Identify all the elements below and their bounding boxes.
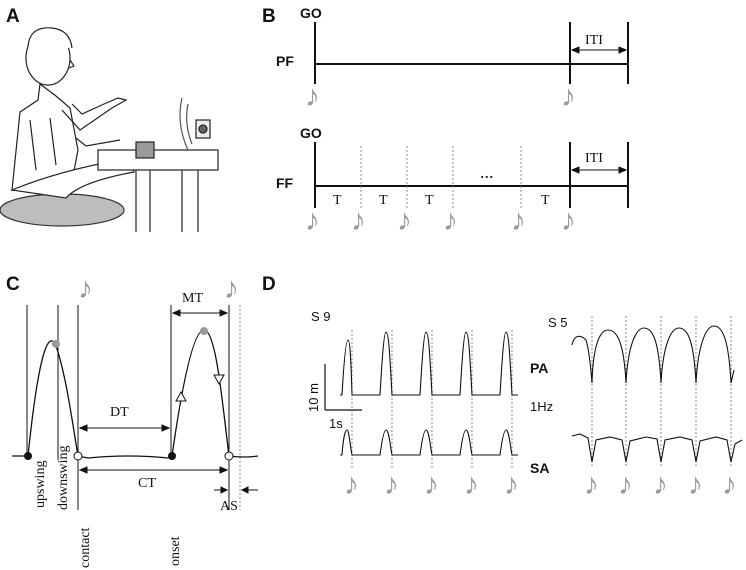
freq-label: 1Hz <box>530 399 553 414</box>
ff-label: FF <box>276 175 294 191</box>
apex-marker <box>200 327 208 335</box>
as-label: AS <box>220 499 238 514</box>
up-arrow-icon <box>175 390 187 402</box>
pf-timeline <box>314 22 629 84</box>
panel-a-label: A <box>6 6 20 27</box>
contact-marker <box>224 451 234 461</box>
upswing-label: upswing <box>33 461 48 508</box>
s5-pa-trace <box>571 325 735 384</box>
s9-label: S 9 <box>311 309 331 324</box>
movement-trace <box>12 329 259 459</box>
s9-sa-trace <box>340 429 518 456</box>
music-note-icon: ♪ <box>305 80 320 113</box>
panel-c-label: C <box>6 274 20 295</box>
music-note-icon: ♪ <box>561 80 576 113</box>
ct-label: CT <box>138 476 156 491</box>
music-note-icon: ♪ <box>351 204 366 237</box>
ff-tick-lines <box>360 146 522 210</box>
scale-y-label: 10 m <box>306 383 321 412</box>
music-note-icon: ♪ <box>511 204 526 237</box>
music-note-icon: ♪ <box>224 272 239 305</box>
ct-arrow <box>78 466 229 474</box>
iti-arrow-top <box>570 46 628 54</box>
dt-label: DT <box>110 405 129 420</box>
scale-x-label: 1s <box>329 416 343 431</box>
beat-lines-left <box>351 330 513 468</box>
music-note-icon: ♪ <box>397 204 412 237</box>
mt-label: MT <box>182 291 203 306</box>
beat-lines-right <box>591 316 732 468</box>
panel-d-label: D <box>262 274 276 295</box>
as-arrows <box>214 486 258 494</box>
pf-label: PF <box>276 53 294 69</box>
iti-arrow-bottom <box>570 166 628 174</box>
upswing-marker <box>24 452 32 460</box>
sa-label: SA <box>530 460 549 476</box>
go-label-top: GO <box>300 5 322 21</box>
music-note-icon: ♪ <box>305 204 320 237</box>
music-note-icon: ♪ <box>424 468 439 501</box>
panel-b-label: B <box>262 6 276 27</box>
onset-marker <box>168 452 176 460</box>
go-label-bottom: GO <box>300 125 322 141</box>
dt-arrow <box>78 424 171 432</box>
pa-label: PA <box>530 360 548 376</box>
music-note-icon: ♪ <box>504 468 519 501</box>
music-note-icon: ♪ <box>464 468 479 501</box>
contact-marker <box>73 451 83 461</box>
music-note-icon: ♪ <box>384 468 399 501</box>
music-note-icon: ♪ <box>584 468 599 501</box>
music-note-icon: ♪ <box>78 272 93 305</box>
apex-marker <box>52 340 60 348</box>
t-label: T <box>425 193 434 208</box>
ellipsis-label: ... <box>480 162 494 182</box>
subject-illustration <box>0 27 219 232</box>
music-note-icon: ♪ <box>561 204 576 237</box>
s5-label: S 5 <box>548 315 568 330</box>
downswing-label: downswing <box>56 445 71 510</box>
music-note-icon: ♪ <box>344 468 359 501</box>
music-note-icon: ♪ <box>722 468 737 501</box>
scale-bar <box>324 364 362 411</box>
music-note-icon: ♪ <box>618 468 633 501</box>
onset-label: onset <box>168 536 183 566</box>
t-label: T <box>541 193 550 208</box>
beat-notes: ♪ ♪ ♪ ♪ ♪ ♪ ♪ ♪ ♪ ♪ <box>344 468 737 501</box>
down-arrow-icon <box>213 374 225 386</box>
ff-timeline <box>314 142 629 208</box>
music-note-icon: ♪ <box>653 468 668 501</box>
t-label: T <box>333 193 342 208</box>
iti-label-bottom: ITI <box>585 151 603 166</box>
iti-label-top: ITI <box>585 33 603 48</box>
contact-label: contact <box>78 527 93 568</box>
t-label: T <box>379 193 388 208</box>
music-note-icon: ♪ <box>443 204 458 237</box>
mt-arrow <box>171 309 229 317</box>
music-note-icon: ♪ <box>688 468 703 501</box>
s9-pa-trace <box>340 331 518 396</box>
phase-lines <box>26 305 241 510</box>
s5-sa-trace <box>571 433 743 463</box>
